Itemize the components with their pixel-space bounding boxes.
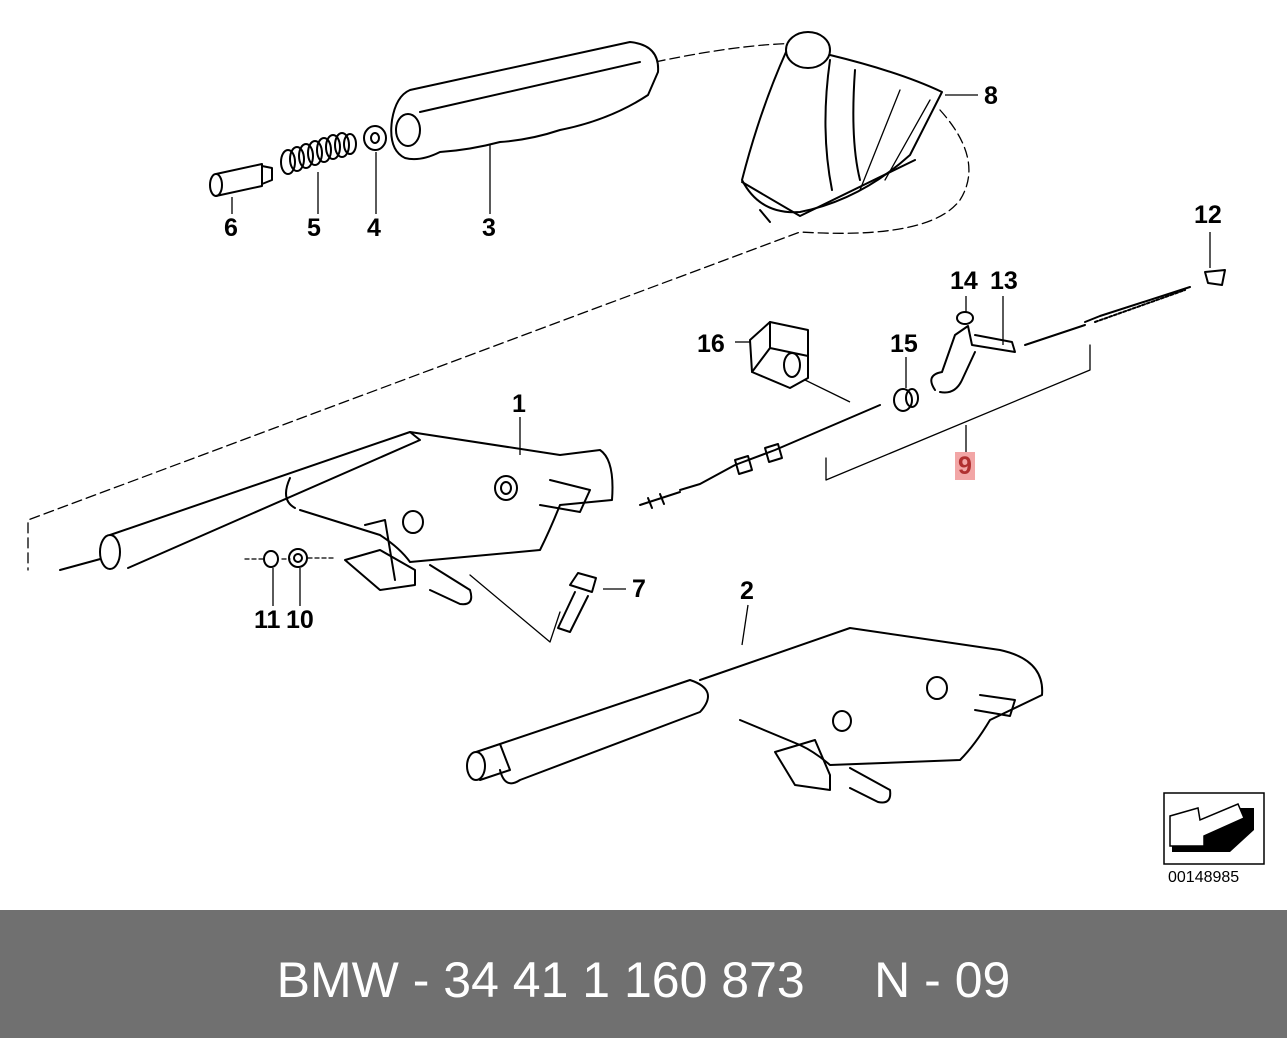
pin-part-6	[209, 163, 273, 197]
cable-part-9	[639, 286, 1191, 509]
washer-part-4	[363, 125, 387, 151]
bracket-part-9	[825, 344, 1091, 481]
bolt-part-7	[557, 572, 597, 633]
parts-drawing	[27, 31, 1265, 865]
handle-grip-part-3	[390, 41, 660, 161]
label-part-10: 10	[286, 606, 314, 634]
part-number-caption: BMW - 34 41 1 160 873 N - 09	[276, 952, 1011, 1008]
leader-9-cable	[804, 379, 851, 403]
label-part-6: 6	[224, 214, 238, 242]
nut-part-11	[263, 550, 279, 568]
boot-part-8	[741, 31, 943, 223]
label-part-1: 1	[512, 390, 526, 418]
screw-part-14	[956, 311, 974, 325]
label-part-9-highlighted: 9	[955, 452, 975, 480]
clip-part-13	[930, 325, 1016, 394]
label-part-2: 2	[740, 577, 754, 605]
document-code: 00148985	[1168, 869, 1240, 886]
fastener-part-12	[1204, 269, 1226, 286]
leader-2	[741, 604, 749, 646]
leader-line-part-7	[469, 574, 561, 643]
label-part-12: 12	[1194, 201, 1222, 229]
label-part-7: 7	[632, 575, 646, 603]
parts-diagram: 1 2 3 4 5 6 7 8 9 10 11 12 13 14 15 16 0…	[27, 31, 1265, 886]
footer-bar: BMW - 34 41 1 160 873 N - 09	[0, 910, 1287, 1038]
arrow-direction-icon	[1163, 792, 1265, 865]
label-leaders	[231, 94, 1211, 646]
label-part-4: 4	[367, 214, 381, 242]
label-part-14: 14	[950, 267, 978, 295]
spring-part-5	[280, 132, 357, 175]
holder-part-16	[749, 321, 809, 389]
label-part-15: 15	[890, 330, 918, 358]
label-part-5: 5	[307, 214, 321, 242]
handbrake-lever-part-1	[59, 431, 614, 606]
grommet-part-15	[893, 388, 919, 412]
label-part-13: 13	[990, 267, 1018, 295]
nut-part-10	[288, 548, 308, 568]
dash-leaders-10-11	[244, 557, 335, 560]
handbrake-lever-part-2	[466, 627, 1044, 804]
label-part-16: 16	[697, 330, 725, 358]
label-part-3: 3	[482, 214, 496, 242]
label-part-11: 11	[254, 606, 281, 634]
label-part-8: 8	[984, 82, 998, 110]
